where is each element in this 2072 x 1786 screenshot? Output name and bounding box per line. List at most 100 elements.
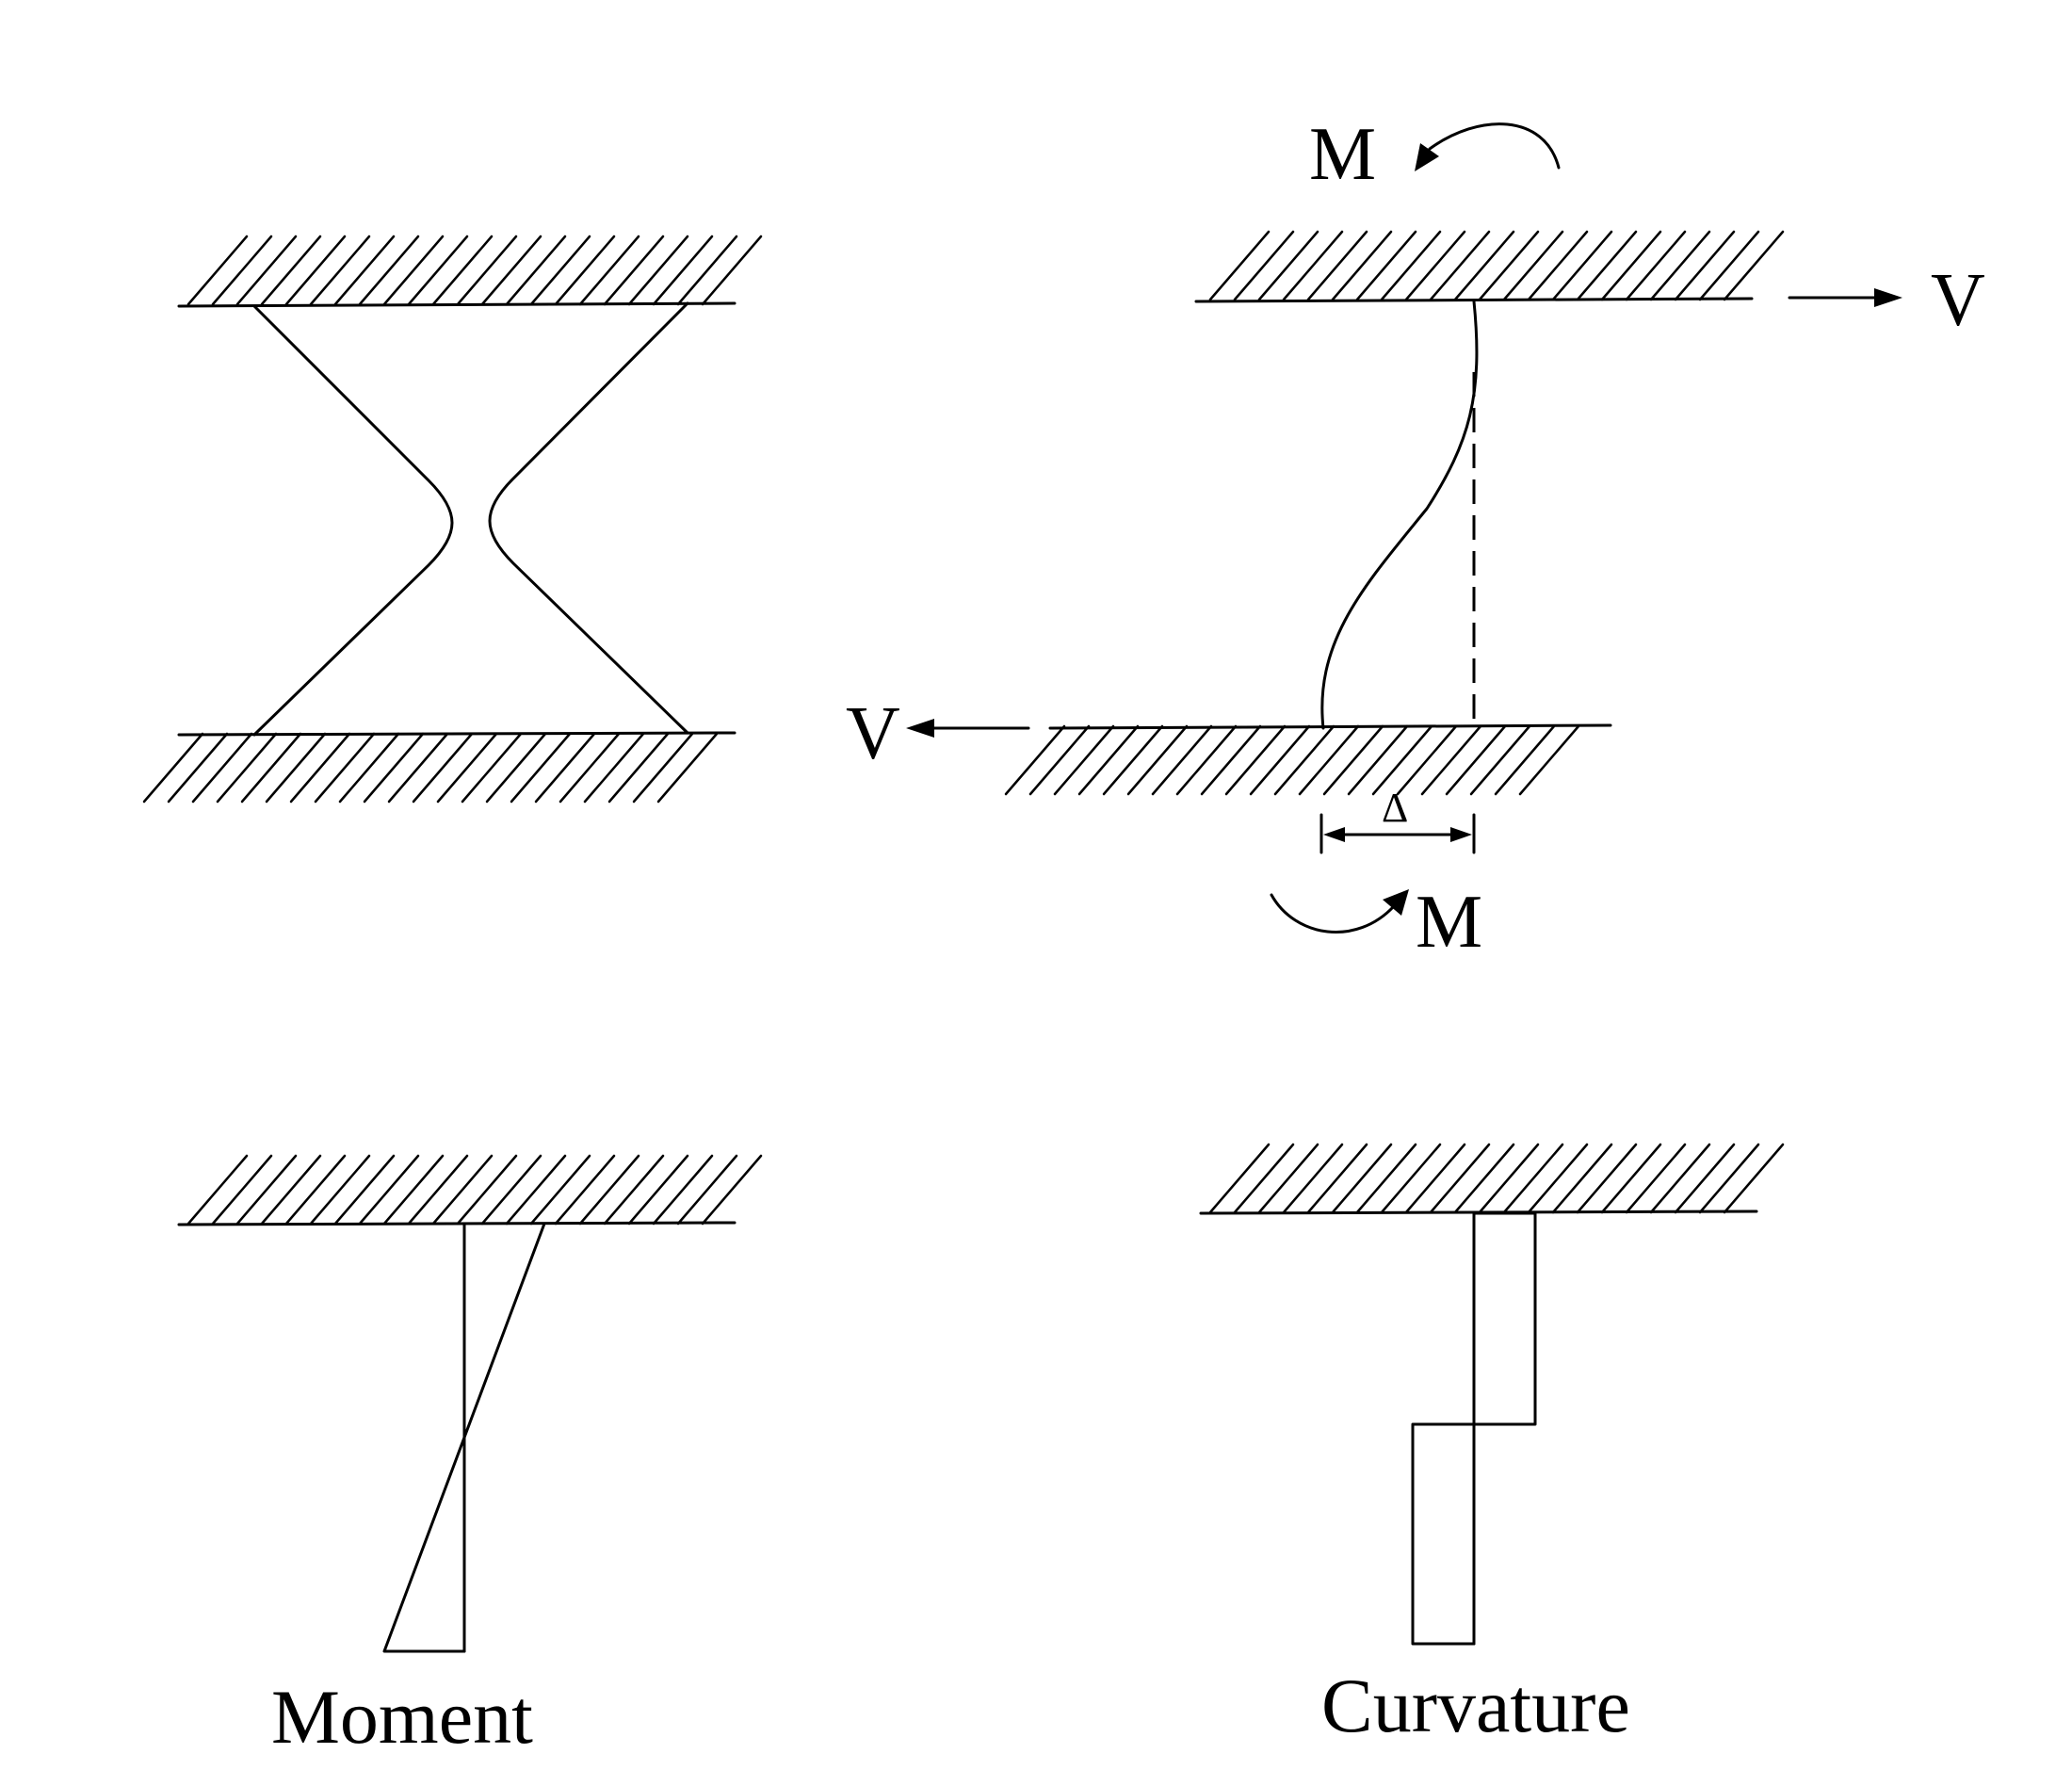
hatch-mark bbox=[1273, 724, 1335, 796]
hatch-mark bbox=[1102, 724, 1164, 796]
hatch-mark bbox=[1698, 1143, 1760, 1214]
hatch-mark bbox=[1306, 1143, 1368, 1214]
hatch-mark bbox=[1249, 724, 1311, 796]
hatch-mark bbox=[431, 1154, 494, 1226]
hatch-mark bbox=[1649, 230, 1711, 301]
hatch-mark bbox=[583, 732, 645, 804]
hatch-mark bbox=[289, 732, 351, 804]
moment-distribution-line bbox=[382, 1222, 546, 1653]
bottom-moment-arrowhead bbox=[1383, 889, 1409, 916]
hatch-mark bbox=[186, 235, 249, 306]
hatch-mark bbox=[1126, 724, 1189, 796]
hatch-mark bbox=[1576, 230, 1638, 301]
hatch-mark bbox=[216, 732, 278, 804]
top-moment-arrowhead bbox=[1415, 143, 1439, 171]
hatch-mark bbox=[534, 732, 596, 804]
hatch-mark bbox=[309, 235, 371, 306]
hatch-mark bbox=[1551, 1143, 1613, 1214]
hatch-mark bbox=[480, 235, 542, 306]
hatch-mark bbox=[211, 235, 273, 306]
hatch-mark bbox=[1347, 724, 1409, 796]
delta-dim-right-arrowhead bbox=[1450, 827, 1472, 842]
hatch-mark bbox=[240, 732, 302, 804]
panel-curvature-diagram: Curvature bbox=[1199, 1143, 1785, 1748]
hatch-mark bbox=[1723, 1143, 1785, 1214]
hatch-mark bbox=[382, 1154, 445, 1226]
hourglass-right-edge bbox=[488, 301, 689, 735]
hatch-mark bbox=[1151, 724, 1213, 796]
hatch-mark bbox=[701, 1154, 763, 1226]
hatch-mark bbox=[632, 732, 694, 804]
hatch-mark bbox=[1674, 1143, 1736, 1214]
right-shear-arrowhead bbox=[1874, 288, 1902, 307]
hatch-mark bbox=[1257, 230, 1319, 301]
hatch-mark bbox=[1224, 724, 1287, 796]
hatch-mark bbox=[1494, 724, 1556, 796]
bottom-support-hatch bbox=[142, 732, 719, 804]
hatch-mark bbox=[1331, 1143, 1393, 1214]
hatch-mark bbox=[1453, 1143, 1515, 1214]
curvature-caption: Curvature bbox=[1321, 1663, 1630, 1748]
hatch-mark bbox=[1380, 230, 1442, 301]
hatch-mark bbox=[603, 235, 665, 306]
hatch-mark bbox=[284, 235, 347, 306]
bottom-support-line bbox=[1048, 723, 1612, 730]
hatch-mark bbox=[627, 1154, 689, 1226]
hatch-mark bbox=[1625, 1143, 1687, 1214]
hatch-mark bbox=[1257, 1143, 1319, 1214]
hatch-mark bbox=[676, 1154, 738, 1226]
hatch-mark bbox=[652, 235, 714, 306]
hatch-mark bbox=[1453, 230, 1515, 301]
hatch-mark bbox=[505, 235, 567, 306]
hatch-mark bbox=[1600, 1143, 1662, 1214]
hatch-mark bbox=[1208, 230, 1271, 301]
hatch-mark bbox=[510, 732, 572, 804]
hatch-mark bbox=[456, 235, 518, 306]
hatch-mark bbox=[333, 1154, 396, 1226]
hatch-mark bbox=[529, 1154, 591, 1226]
hatch-mark bbox=[505, 1154, 567, 1226]
hatch-mark bbox=[578, 235, 640, 306]
hatch-mark bbox=[656, 732, 719, 804]
top-moment-arc bbox=[1428, 122, 1561, 170]
hatch-mark bbox=[1478, 230, 1540, 301]
hatch-mark bbox=[1502, 230, 1564, 301]
deflected-column-curve bbox=[1320, 300, 1479, 730]
hatch-mark bbox=[1625, 230, 1687, 301]
hatch-mark bbox=[1200, 724, 1262, 796]
hatch-mark bbox=[358, 1154, 420, 1226]
hatch-mark bbox=[314, 732, 376, 804]
hatch-mark bbox=[1698, 230, 1760, 301]
hatch-mark bbox=[1478, 1143, 1540, 1214]
panel-deflection: M V V Δ M bbox=[846, 113, 1985, 964]
left-shear-label: V bbox=[846, 692, 900, 775]
hatch-mark bbox=[1429, 1143, 1491, 1214]
hatch-mark bbox=[235, 1154, 298, 1226]
panel-moment-diagram: Moment bbox=[177, 1154, 763, 1760]
hatch-mark bbox=[186, 1154, 249, 1226]
top-support-hatch bbox=[186, 235, 763, 306]
top-moment-label: M bbox=[1309, 113, 1376, 196]
hatch-mark bbox=[554, 1154, 616, 1226]
hatch-mark bbox=[1233, 230, 1295, 301]
hatch-mark bbox=[142, 732, 204, 804]
hatch-mark bbox=[1396, 724, 1458, 796]
hatch-mark bbox=[358, 235, 420, 306]
hatch-mark bbox=[1380, 1143, 1442, 1214]
hatch-mark bbox=[309, 1154, 371, 1226]
hatch-mark bbox=[1282, 1143, 1344, 1214]
hatch-mark bbox=[382, 235, 445, 306]
hatch-mark bbox=[1028, 724, 1091, 796]
hatch-mark bbox=[1208, 1143, 1271, 1214]
hatch-mark bbox=[1004, 724, 1066, 796]
hatch-mark bbox=[1551, 230, 1613, 301]
hatch-mark bbox=[1445, 724, 1507, 796]
hatch-mark bbox=[211, 1154, 273, 1226]
hatch-mark bbox=[676, 235, 738, 306]
hatch-mark bbox=[1355, 1143, 1417, 1214]
hatch-mark bbox=[1175, 724, 1238, 796]
hatch-mark bbox=[1404, 230, 1466, 301]
left-shear-arrowhead bbox=[906, 719, 934, 738]
support-hatch bbox=[1208, 1143, 1785, 1214]
